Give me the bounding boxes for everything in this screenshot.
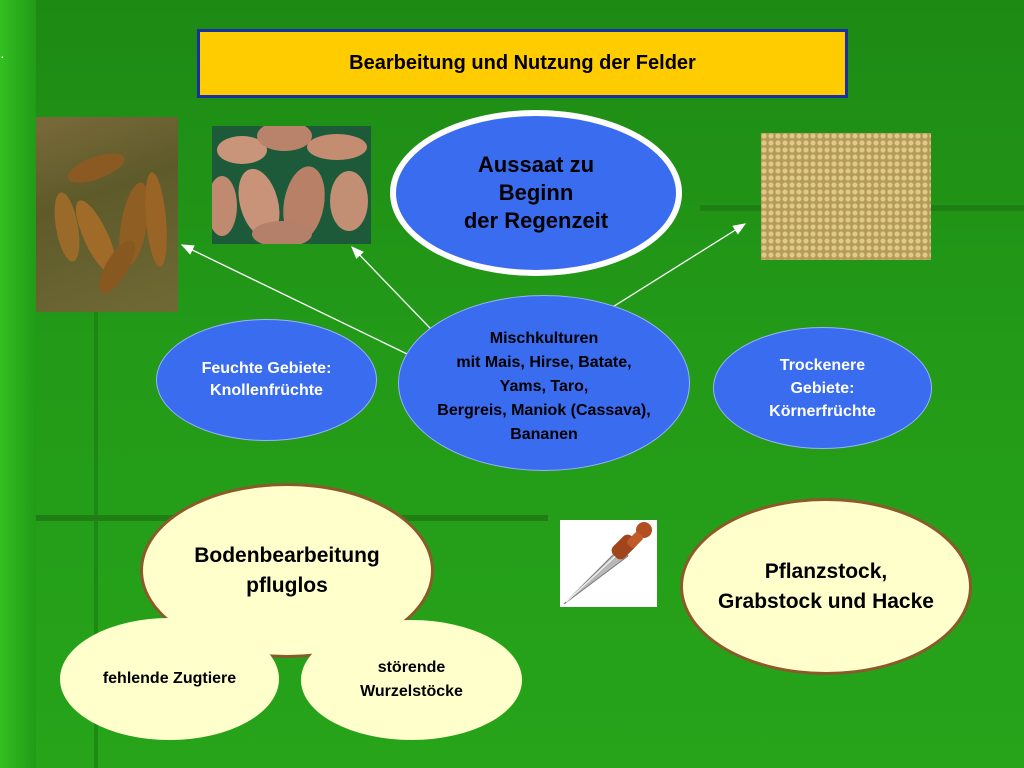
mischkulturen-text: mit Mais, Hirse, Batate, (456, 354, 632, 371)
feuchte-gebiete-oval: Feuchte Gebiete: Knollenfrüchte (156, 319, 377, 441)
fehlende-zugtiere-text: fehlende Zugtiere (102, 670, 237, 687)
mischkulturen-text: Mischkulturen (489, 330, 599, 347)
mischkulturen-text: Yams, Taro, (499, 378, 589, 395)
batate-photo (212, 126, 371, 244)
background-line (94, 300, 98, 768)
aussaat-oval: Aussaat zu Beginn der Regenzeit (390, 110, 682, 276)
fehlende-zugtiere-oval: fehlende Zugtiere (60, 618, 279, 740)
aussaat-text: der Regenzeit (463, 208, 609, 233)
feuchte-gebiete-text: Knollenfrüchte (210, 382, 323, 399)
trockenere-gebiete-text: Trockenere (779, 356, 866, 374)
pflanzstock-icon (563, 522, 652, 605)
slide-title: Bearbeitung und Nutzung der Felder (349, 52, 696, 74)
aussaat-text: Aussaat zu (477, 152, 595, 177)
trockenere-gebiete-text: Gebiete: (790, 379, 855, 397)
slide-marker: · (0, 48, 5, 64)
slide-title-box: Bearbeitung und Nutzung der Felder (197, 29, 848, 98)
stoerende-wurzelstoecke-oval: störende Wurzelstöcke (301, 620, 522, 740)
pflanzstock-oval: Pflanzstock, Grabstock und Hacke (680, 498, 972, 675)
pflanzstock-tool-photo (560, 520, 657, 607)
trockenere-gebiete-text: Körnerfrüchte (769, 402, 876, 420)
maniok-photo (36, 117, 178, 312)
wurzelstoecke-text: Wurzelstöcke (360, 683, 463, 700)
pflanzstock-text: Pflanzstock, (764, 559, 888, 583)
hirse-photo (761, 133, 931, 260)
bodenbearbeitung-text: pfluglos (246, 573, 328, 597)
aussaat-text: Beginn (498, 180, 574, 205)
pflanzstock-text: Grabstock und Hacke (718, 589, 934, 613)
mischkulturen-text: Bergreis, Maniok (Cassava), (437, 402, 651, 419)
bodenbearbeitung-text: Bodenbearbeitung (194, 543, 380, 567)
background-strip (0, 0, 36, 768)
mischkulturen-text: Bananen (510, 426, 578, 443)
feuchte-gebiete-text: Feuchte Gebiete: (201, 360, 332, 377)
mischkulturen-oval: Mischkulturen mit Mais, Hirse, Batate, Y… (398, 295, 690, 471)
wurzelstoecke-text: störende (377, 659, 446, 676)
trockenere-gebiete-oval: Trockenere Gebiete: Körnerfrüchte (713, 327, 932, 449)
